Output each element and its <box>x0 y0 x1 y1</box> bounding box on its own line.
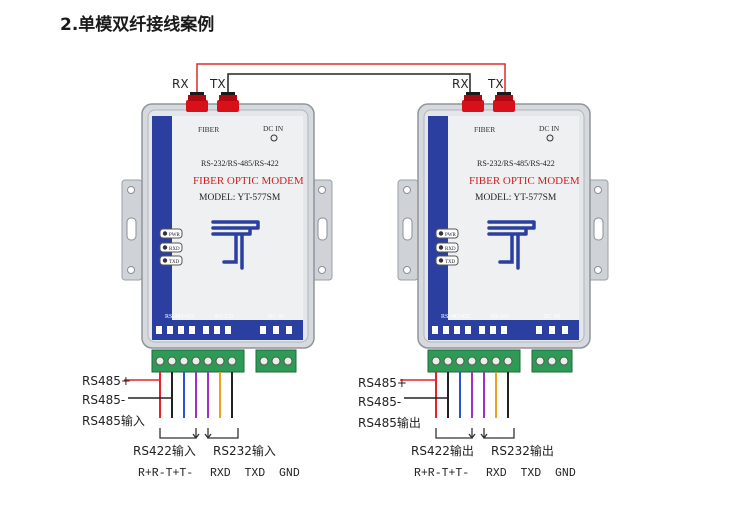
fiber-modem-1: RX TX FIBER DC IN RS-232/RS-485/RS-422 F… <box>82 77 333 480</box>
brackets <box>159 428 239 439</box>
svg-text:RXD: RXD <box>445 247 456 252</box>
fiber-label: FIBER <box>474 125 495 134</box>
dc-in-label: DC IN <box>263 124 284 133</box>
terminal-block-data <box>427 349 521 373</box>
model-label: MODEL: YT-577SM <box>475 193 557 203</box>
page-title: 2.单模双纤接线案例 <box>60 15 215 35</box>
tx-connector <box>217 92 239 112</box>
fiber-modem-2: RX TX FIBER DC IN RS-232/RS-485/RS-422 F… <box>358 77 609 480</box>
svg-text:PWR: PWR <box>169 233 181 238</box>
terminal-block-power <box>531 349 573 373</box>
led-pwr <box>162 231 168 236</box>
rs232-label: RS232输出 <box>491 443 554 458</box>
brackets <box>435 428 515 439</box>
led-pwr <box>438 231 444 236</box>
led-indicators: PWR RXD TXD <box>435 228 459 266</box>
port-label-232: RS-232 <box>491 314 509 320</box>
product-label: FIBER OPTIC MODEM <box>193 175 304 187</box>
fiber-link-black <box>227 73 471 96</box>
terminal-block-power <box>255 349 297 373</box>
rx-connector <box>462 92 484 112</box>
rx-connector <box>186 92 208 112</box>
dc-in-label: DC IN <box>539 124 560 133</box>
wires <box>124 372 233 418</box>
protocols-label: RS-232/RS-485/RS-422 <box>201 159 279 168</box>
rs422-label: RS422输入 <box>133 443 196 458</box>
protocols-label: RS-232/RS-485/RS-422 <box>477 159 555 168</box>
fiber-label: FIBER <box>198 125 219 134</box>
fiber-link-red <box>196 63 506 96</box>
led-rxd <box>438 245 444 250</box>
led-txd <box>438 258 444 263</box>
port-label-dc: DC IN <box>268 314 285 320</box>
svg-text:TXD: TXD <box>169 260 180 265</box>
rs485-minus-label: RS485- <box>358 395 401 409</box>
led-indicators: PWR RXD TXD <box>159 228 183 266</box>
rs485-minus-label: RS485- <box>82 393 125 407</box>
pins-232-label: RXD TXD GND <box>210 467 300 480</box>
port-label-485: RS-485/422 <box>441 314 470 320</box>
tx-label: TX <box>209 77 226 91</box>
dc-in-icon <box>546 134 554 142</box>
wave-logo <box>487 220 536 270</box>
rs232-label: RS232输入 <box>213 443 276 458</box>
rx-label: RX <box>172 77 189 91</box>
rs485-plus-label: RS485+ <box>82 374 131 388</box>
rs485-dir-label: RS485输出 <box>358 415 421 430</box>
svg-text:RXD: RXD <box>169 247 180 252</box>
terminal-block-data <box>151 349 245 373</box>
pins-422-label: R+R-T+T- <box>414 467 469 480</box>
pins-422-label: R+R-T+T- <box>138 467 193 480</box>
rx-label: RX <box>452 77 469 91</box>
port-label-485: RS-485/422 <box>165 314 194 320</box>
wires <box>400 372 509 418</box>
product-label: FIBER OPTIC MODEM <box>469 175 580 187</box>
rs485-plus-label: RS485+ <box>358 376 407 390</box>
wave-logo <box>211 220 260 270</box>
rs422-label: RS422输出 <box>411 443 474 458</box>
led-rxd <box>162 245 168 250</box>
pins-232-label: RXD TXD GND <box>486 467 576 480</box>
port-label-232: RS-232 <box>215 314 233 320</box>
svg-text:TXD: TXD <box>445 260 456 265</box>
port-label-dc: DC IN <box>544 314 561 320</box>
tx-connector <box>493 92 515 112</box>
svg-text:PWR: PWR <box>445 233 457 238</box>
fiber-links <box>196 63 506 96</box>
model-label: MODEL: YT-577SM <box>199 193 281 203</box>
rs485-dir-label: RS485输入 <box>82 413 145 428</box>
led-txd <box>162 258 168 263</box>
dc-in-icon <box>270 134 278 142</box>
tx-label: TX <box>487 77 504 91</box>
